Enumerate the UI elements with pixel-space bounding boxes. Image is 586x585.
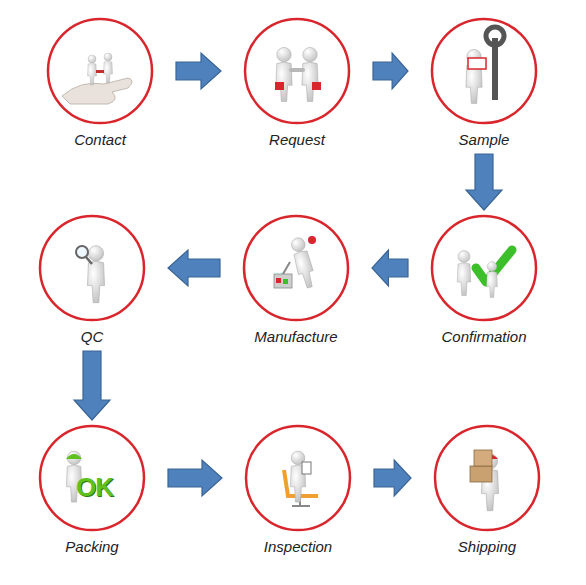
sample-illustration — [466, 27, 504, 103]
manufacture-illustration — [274, 236, 317, 289]
step-label: QC — [26, 328, 158, 345]
process-circle: Shipping — [421, 424, 553, 555]
contact-illustration — [62, 53, 132, 104]
flow-arrow — [373, 53, 408, 89]
process-circle: Contact — [34, 17, 166, 148]
request-illustration — [275, 47, 321, 101]
process-circle: Inspection — [232, 424, 364, 555]
inspection-illustration — [284, 451, 318, 506]
ok-sign: OK — [76, 472, 113, 503]
flow-arrow — [466, 154, 502, 210]
process-circle: Sample — [418, 17, 550, 148]
process-circle: QC — [26, 214, 158, 345]
qc-illustration — [76, 246, 105, 303]
step-label: Shipping — [421, 538, 553, 555]
circle-outline — [34, 17, 166, 125]
circle-outline — [26, 214, 158, 322]
step-label: Sample — [418, 131, 550, 148]
step-label: Request — [231, 131, 363, 148]
circle-outline — [231, 17, 363, 125]
flow-arrow — [374, 460, 411, 496]
circle-outline — [418, 214, 550, 322]
process-circle: Confirmation — [418, 214, 550, 345]
flow-arrow — [168, 460, 222, 496]
flow-arrow — [176, 53, 221, 89]
step-label: Packing — [26, 538, 158, 555]
shipping-illustration — [470, 450, 499, 511]
step-label: Manufacture — [230, 328, 362, 345]
confirmation-illustration — [457, 250, 512, 298]
process-circle: Request — [231, 17, 363, 148]
step-label: Contact — [34, 131, 166, 148]
flow-arrow — [74, 351, 110, 420]
circle-outline — [230, 214, 362, 322]
step-label: Inspection — [232, 538, 364, 555]
step-label: Confirmation — [418, 328, 550, 345]
circle-outline — [421, 424, 553, 532]
flow-arrow — [372, 250, 408, 286]
circle-outline — [418, 17, 550, 125]
flow-arrow — [168, 250, 220, 286]
circle-outline — [232, 424, 364, 532]
process-circle: Manufacture — [230, 214, 362, 345]
